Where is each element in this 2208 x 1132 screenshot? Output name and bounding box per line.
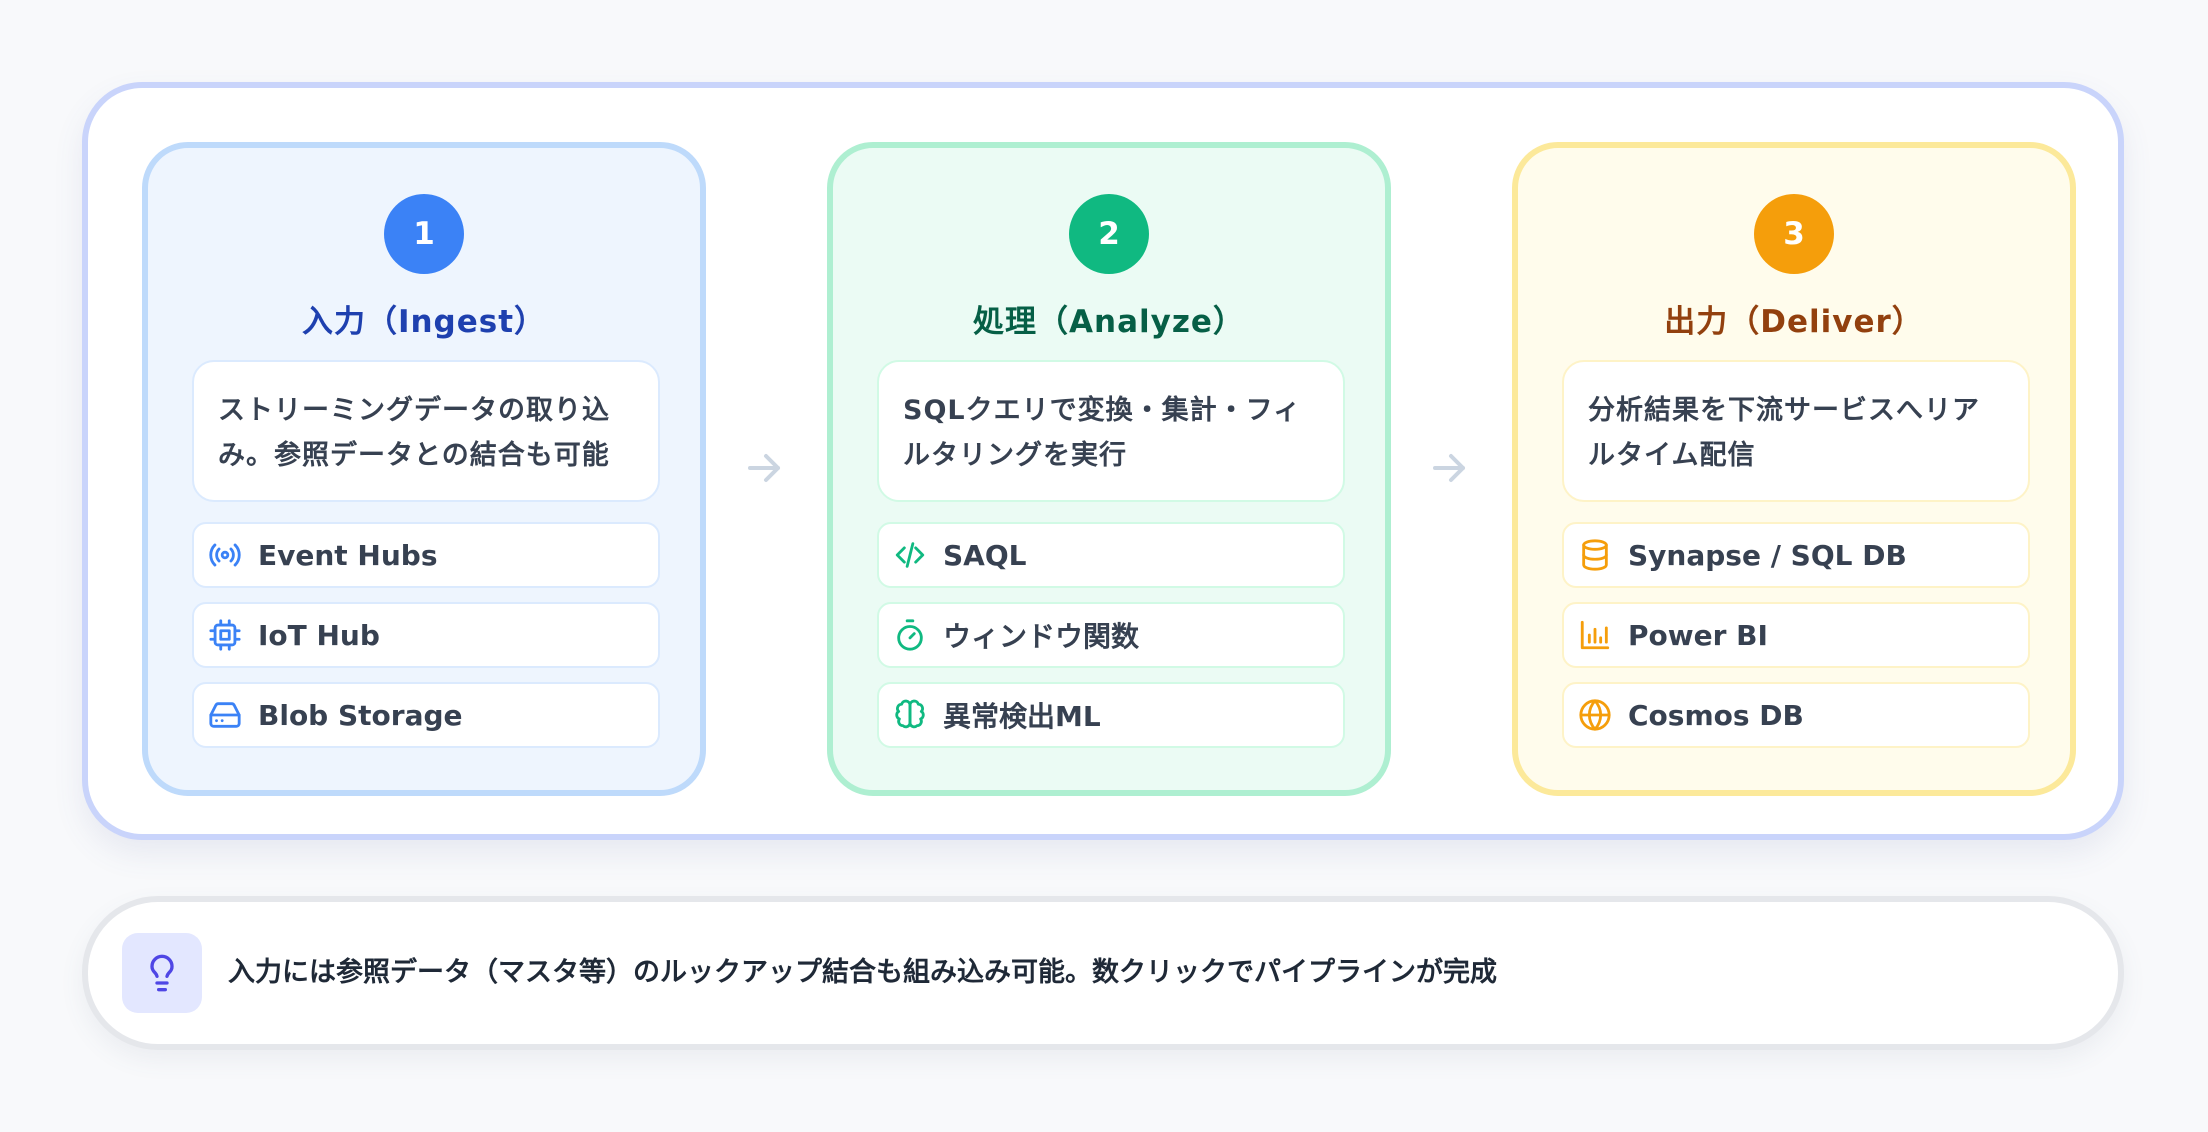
description-line: ルタリングを実行 xyxy=(903,440,1127,471)
tool-label: Event Hubs xyxy=(258,538,438,572)
stage-title: 入力（Ingest） xyxy=(301,304,547,340)
tool-label: IoT Hub xyxy=(258,618,380,652)
brain-icon xyxy=(893,698,927,732)
stage-description: SQLクエリで変換・集計・フィ ルタリングを実行 xyxy=(877,360,1345,502)
tool-label: ウィンドウ関数 xyxy=(943,620,1140,653)
description-line: SQLクエリで変換・集計・フィ xyxy=(903,395,1302,426)
stage-description: 分析結果を下流サービスへリア ルタイム配信 xyxy=(1562,360,2030,502)
description-line: 分析結果を下流サービスへリア xyxy=(1588,395,1980,426)
stage-description: ストリーミングデータの取り込 み。参照データとの結合も可能 xyxy=(192,360,660,502)
stopwatch-icon xyxy=(893,618,927,652)
description-line: ルタイム配信 xyxy=(1588,440,1756,471)
stage-title: 出力（Deliver） xyxy=(1664,304,1924,340)
tool-label: 異常検出ML xyxy=(943,700,1101,733)
stage-ingest: 1 入力（Ingest） ストリーミングデータの取り込 み。参照データとの結合も… xyxy=(142,142,706,796)
stage-title: 処理（Analyze） xyxy=(973,304,1245,340)
bar-chart-icon xyxy=(1578,618,1612,652)
step-number-badge: 1 xyxy=(384,194,464,274)
lightbulb-icon xyxy=(122,933,202,1013)
broadcast-icon xyxy=(208,538,242,572)
description-line: み。参照データとの結合も可能 xyxy=(218,440,610,471)
tool-item-iot-hub: IoT Hub xyxy=(192,602,660,668)
tool-label: Blob Storage xyxy=(258,698,463,732)
step-number-badge: 2 xyxy=(1069,194,1149,274)
tool-item-anomaly-ml: 異常検出ML xyxy=(877,682,1345,748)
tool-label: SAQL xyxy=(943,538,1027,572)
tool-label: Synapse / SQL DB xyxy=(1628,538,1907,572)
tool-item-synapse-sql-db: Synapse / SQL DB xyxy=(1562,522,2030,588)
tool-label: Cosmos DB xyxy=(1628,698,1804,732)
pipeline-panel: 1 入力（Ingest） ストリーミングデータの取り込 み。参照データとの結合も… xyxy=(82,82,2124,840)
code-icon xyxy=(893,538,927,572)
database-icon xyxy=(1578,538,1612,572)
step-number-badge: 3 xyxy=(1754,194,1834,274)
stage-analyze: 2 処理（Analyze） SQLクエリで変換・集計・フィ ルタリングを実行 S… xyxy=(827,142,1391,796)
tool-item-window-functions: ウィンドウ関数 xyxy=(877,602,1345,668)
tool-label: Power BI xyxy=(1628,618,1768,652)
arrow-right-icon xyxy=(1425,444,1473,492)
tool-item-saql: SAQL xyxy=(877,522,1345,588)
arrow-right-icon xyxy=(740,444,788,492)
storage-drive-icon xyxy=(208,698,242,732)
tip-bar: 入力には参照データ（マスタ等）のルックアップ結合も組み込み可能。数クリックでパイ… xyxy=(82,896,2124,1050)
tool-item-power-bi: Power BI xyxy=(1562,602,2030,668)
tool-item-blob-storage: Blob Storage xyxy=(192,682,660,748)
chip-icon xyxy=(208,618,242,652)
description-line: ストリーミングデータの取り込 xyxy=(218,395,610,426)
globe-icon xyxy=(1578,698,1612,732)
tool-item-event-hubs: Event Hubs xyxy=(192,522,660,588)
tool-item-cosmos-db: Cosmos DB xyxy=(1562,682,2030,748)
stage-deliver: 3 出力（Deliver） 分析結果を下流サービスへリア ルタイム配信 Syna… xyxy=(1512,142,2076,796)
tip-text: 入力には参照データ（マスタ等）のルックアップ結合も組み込み可能。数クリックでパイ… xyxy=(228,957,1497,988)
